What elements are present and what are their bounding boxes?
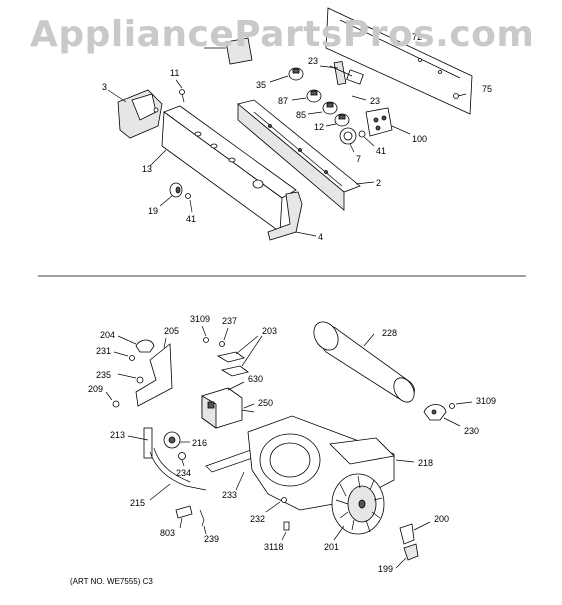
part-screw-235 bbox=[117, 373, 144, 384]
part-bracket-205 bbox=[135, 337, 173, 407]
label-239: 239 bbox=[204, 534, 219, 544]
part-clip-41b bbox=[185, 193, 193, 213]
part-nut-209 bbox=[105, 391, 120, 408]
label-234: 234 bbox=[176, 468, 191, 478]
part-sensor-200 bbox=[399, 521, 431, 545]
part-screw-3109a bbox=[201, 325, 209, 343]
label-250: 250 bbox=[258, 398, 273, 408]
part-clip-41a bbox=[358, 130, 375, 147]
label-12: 12 bbox=[314, 122, 324, 132]
label-35: 35 bbox=[256, 80, 266, 90]
part-connector-199 bbox=[395, 543, 419, 569]
part-terminal-803 bbox=[175, 505, 193, 529]
art-number: (ART NO. WE7555) C3 bbox=[70, 577, 153, 586]
label-3: 3 bbox=[102, 82, 107, 92]
part-bracket-3 bbox=[107, 89, 163, 139]
part-switch-213 bbox=[127, 427, 190, 459]
part-thermostat-230 bbox=[423, 404, 461, 427]
part-screw-3109b bbox=[449, 401, 473, 409]
part-screw-75 bbox=[453, 93, 467, 99]
part-backsplash-panel bbox=[325, 7, 473, 115]
part-endcap-4 bbox=[267, 191, 317, 241]
label-235: 235 bbox=[96, 370, 111, 380]
label-231: 231 bbox=[96, 346, 111, 356]
part-channel-2 bbox=[237, 99, 375, 211]
part-housing-218 bbox=[247, 415, 415, 511]
label-218: 218 bbox=[418, 458, 433, 468]
label-75: 75 bbox=[482, 84, 492, 94]
label-3109a: 3109 bbox=[190, 314, 210, 324]
part-switch-23 bbox=[319, 61, 367, 101]
part-screw-237 bbox=[219, 327, 229, 347]
label-3118: 3118 bbox=[264, 542, 283, 552]
label-204: 204 bbox=[100, 330, 115, 340]
part-console-13 bbox=[149, 105, 297, 233]
part-knob-7 bbox=[339, 127, 357, 153]
part-screw-3118 bbox=[281, 521, 290, 541]
label-72: 72 bbox=[412, 32, 422, 42]
part-blower-wheel-201 bbox=[331, 473, 385, 541]
part-screw-11 bbox=[175, 79, 185, 103]
part-motor-250 bbox=[201, 381, 255, 429]
part-clip-203 bbox=[216, 335, 263, 377]
part-label-tag bbox=[204, 37, 253, 65]
label-41a: 41 bbox=[376, 146, 386, 156]
label-205: 205 bbox=[164, 326, 179, 336]
label-228: 228 bbox=[382, 328, 397, 338]
label-4: 4 bbox=[318, 232, 323, 242]
part-knob-87 bbox=[291, 89, 322, 103]
label-23b: 23 bbox=[370, 96, 380, 106]
label-41b: 41 bbox=[186, 214, 196, 224]
label-201: 201 bbox=[324, 542, 339, 552]
label-232: 232 bbox=[250, 514, 265, 524]
part-knob-35 bbox=[269, 67, 304, 83]
label-199: 199 bbox=[378, 564, 393, 574]
part-wire-215 bbox=[149, 447, 207, 501]
label-630: 630 bbox=[248, 374, 263, 384]
label-100: 100 bbox=[412, 134, 427, 144]
part-knob-19 bbox=[159, 182, 183, 207]
label-213: 213 bbox=[110, 430, 125, 440]
label-216: 216 bbox=[192, 438, 207, 448]
part-screw-232 bbox=[265, 497, 287, 513]
label-3109b: 3109 bbox=[476, 396, 496, 406]
label-230: 230 bbox=[464, 426, 479, 436]
label-203: 203 bbox=[262, 326, 277, 336]
label-237: 237 bbox=[222, 316, 237, 326]
label-2: 2 bbox=[376, 178, 381, 188]
label-13: 13 bbox=[142, 164, 152, 174]
label-23a: 23 bbox=[308, 56, 318, 66]
label-233: 233 bbox=[222, 490, 237, 500]
label-215: 215 bbox=[130, 498, 145, 508]
part-knob-85 bbox=[307, 101, 338, 115]
part-screw-231 bbox=[113, 351, 135, 361]
part-wire-239 bbox=[199, 509, 207, 535]
label-803: 803 bbox=[160, 528, 175, 538]
watermark: AppliancePartsPros.com bbox=[30, 14, 535, 55]
label-85: 85 bbox=[296, 110, 306, 120]
part-clamp-204 bbox=[117, 335, 155, 353]
part-nut-234 bbox=[178, 452, 186, 467]
label-11: 11 bbox=[170, 68, 179, 78]
label-7: 7 bbox=[356, 154, 361, 164]
part-timer-100 bbox=[365, 107, 411, 137]
label-200: 200 bbox=[434, 514, 449, 524]
part-knob-12 bbox=[325, 113, 350, 127]
label-209: 209 bbox=[88, 384, 103, 394]
part-duct-228 bbox=[313, 321, 415, 403]
label-19: 19 bbox=[148, 206, 158, 216]
label-87: 87 bbox=[278, 96, 288, 106]
